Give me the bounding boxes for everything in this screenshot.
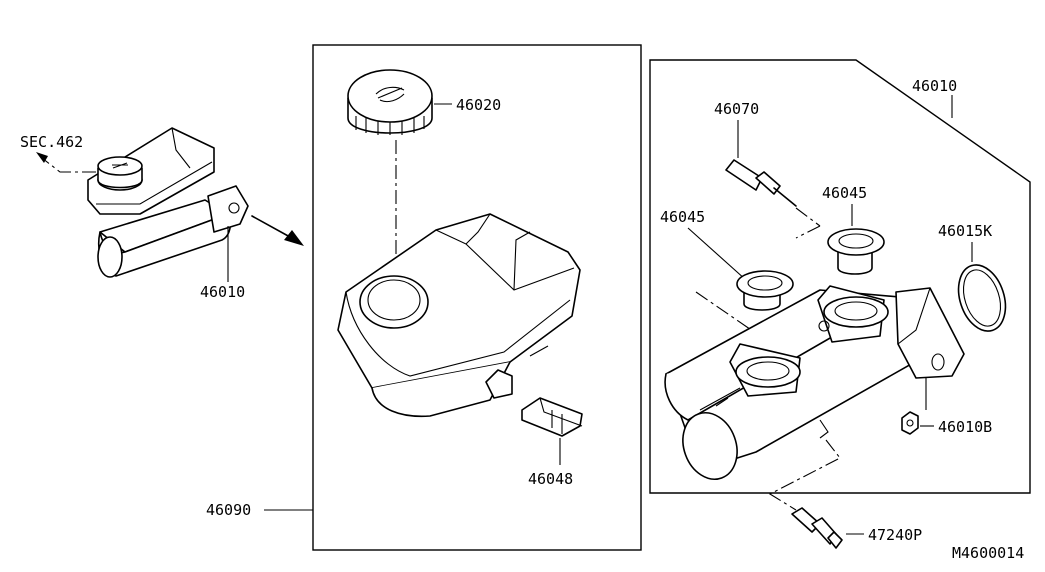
reservoir-sensor-port — [485, 369, 513, 399]
grommet-lower-centerline — [695, 291, 761, 337]
overview-cylinder-end — [97, 236, 123, 278]
grommet-lower-lip — [736, 270, 794, 298]
reservoir-filler-opening — [367, 279, 421, 321]
label-sec-462[interactable]: SEC.462 — [20, 133, 83, 151]
label-46045-upper[interactable]: 46045 — [822, 184, 867, 202]
port-boss-rear-hole — [834, 301, 878, 321]
port-boss-rear-top — [823, 296, 889, 328]
pin-centerline-bend — [795, 225, 821, 239]
cylinder-flange-hole — [931, 353, 945, 371]
sensor-plug-detail — [539, 397, 583, 434]
overview-flange-hole — [228, 202, 240, 214]
flange-nut — [901, 411, 919, 435]
overview-reservoir-step — [171, 127, 191, 169]
overview-assembly: SEC.462 46010 — [20, 127, 304, 301]
label-46070[interactable]: 46070 — [714, 100, 759, 118]
label-46010-cylinder[interactable]: 46010 — [912, 77, 957, 95]
grommet-upper — [827, 228, 885, 275]
reservoir-box-frame — [312, 44, 642, 551]
grommet-upper-lip — [827, 228, 885, 256]
sec-462-arrowhead — [36, 152, 48, 163]
cylinder-side-detail — [699, 387, 741, 411]
flange-nut-hole — [906, 419, 914, 427]
label-46010b[interactable]: 46010B — [938, 418, 992, 436]
overview-reservoir — [87, 127, 215, 215]
grommet-lower-hole — [747, 275, 783, 291]
label-46010-overview[interactable]: 46010 — [200, 283, 245, 301]
reservoir-step — [513, 231, 531, 291]
pin-centerline — [795, 207, 821, 227]
cylinder-box-frame — [649, 59, 1031, 494]
reservoir-top-ridge — [435, 213, 491, 245]
diagram-code: M4600014 — [952, 544, 1024, 562]
cap-top — [347, 69, 433, 123]
label-47240p[interactable]: 47240P — [868, 526, 922, 544]
pin-hole — [818, 320, 830, 332]
overview-flange — [207, 185, 249, 233]
reservoir-lower-body — [371, 361, 511, 418]
pin-head — [725, 159, 763, 191]
grommet-lower-leader — [687, 227, 747, 281]
explode-arrow-shaft — [251, 215, 291, 238]
o-ring-inner — [962, 269, 1002, 327]
cylinder-end-cap — [682, 412, 738, 480]
reservoir-box: 46020 46048 46090 — [206, 44, 642, 551]
reservoir-cap — [347, 69, 433, 135]
cylinder-flange-edge — [897, 287, 931, 345]
cap-logo-icon — [375, 86, 405, 103]
sec-462-leader — [41, 157, 96, 173]
retaining-pin — [725, 159, 797, 207]
cylinder-box: 46010 46070 46045 46045 46015K — [649, 59, 1031, 511]
port-boss-front-top — [735, 356, 801, 388]
o-ring — [957, 264, 1007, 332]
overview-reservoir-edge — [96, 161, 213, 205]
cap-knurls — [355, 116, 425, 135]
reservoir-lower-lip — [529, 345, 549, 357]
port-boss-front-hole — [746, 361, 790, 381]
reservoir-rim — [345, 291, 571, 377]
brake-line-connector — [791, 507, 843, 549]
overview-cap-logo — [112, 162, 128, 169]
label-46048[interactable]: 46048 — [528, 470, 573, 488]
label-46020[interactable]: 46020 — [456, 96, 501, 114]
grommet-upper-hole — [838, 233, 874, 249]
connector-centerline — [768, 439, 841, 511]
label-46015k[interactable]: 46015K — [938, 222, 992, 240]
master-cylinder-body — [664, 285, 965, 480]
cylinder-bottom-port — [819, 419, 829, 439]
explode-arrowhead — [284, 230, 304, 246]
connector-tip — [827, 531, 843, 549]
label-46045-lower[interactable]: 46045 — [660, 208, 705, 226]
pin-shaft — [773, 187, 797, 207]
label-46090[interactable]: 46090 — [206, 501, 251, 519]
level-sensor — [521, 397, 583, 437]
reservoir-body — [337, 213, 581, 418]
grommet-lower — [736, 270, 794, 311]
